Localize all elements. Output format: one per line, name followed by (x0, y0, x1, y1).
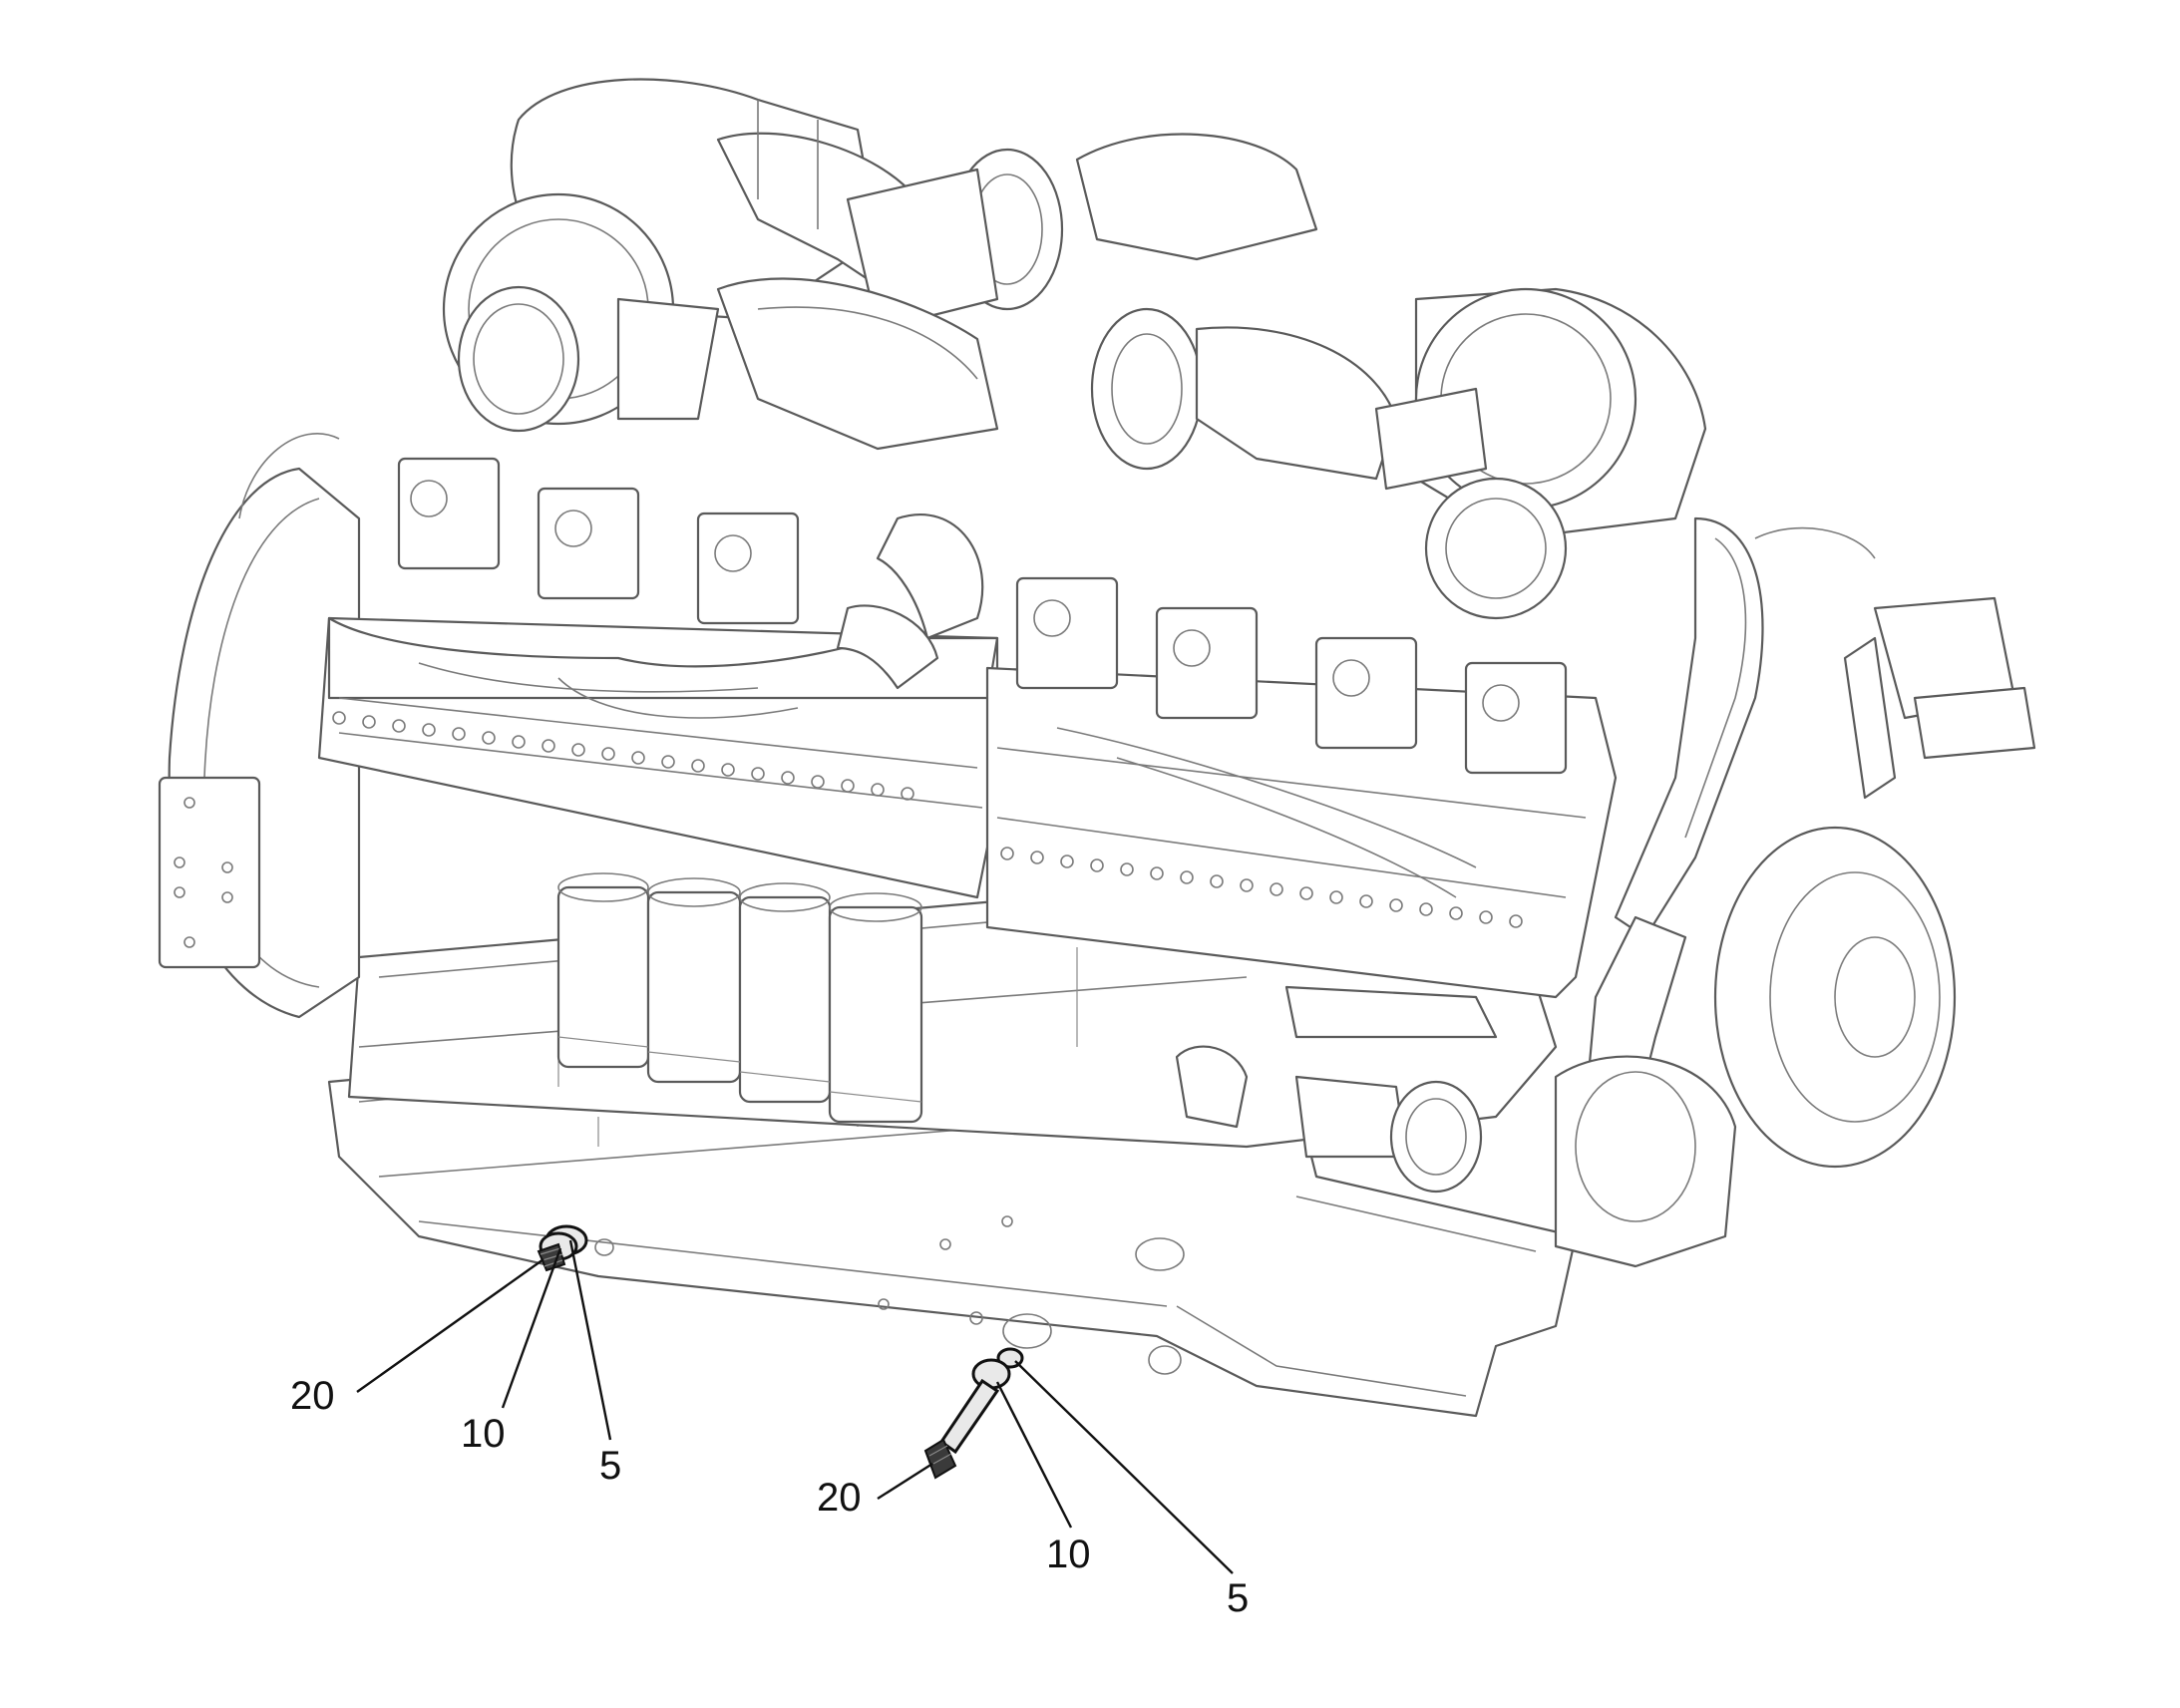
callout-right-20: 20 (817, 1476, 862, 1520)
leader-lines (356, 1239, 1234, 1574)
callout-right-10: 10 (1046, 1533, 1091, 1576)
callout-right-5: 5 (1227, 1576, 1249, 1620)
leader-left-20 (356, 1258, 545, 1393)
drain-pipe-right (938, 1378, 1000, 1455)
drain-assembly-left (537, 1224, 588, 1272)
turbocharger-centre (716, 133, 1398, 481)
front-accessories (1754, 526, 2036, 800)
leader-right-10 (995, 1381, 1073, 1529)
drain-plug-right (923, 1438, 957, 1480)
sump-boss (1135, 1237, 1185, 1271)
engine-illustration (158, 78, 2036, 1418)
pan-plug (1148, 1345, 1182, 1375)
turbocharger-left (442, 78, 959, 433)
drain-boss-left (594, 1238, 614, 1256)
callout-left-10: 10 (461, 1412, 506, 1456)
cylinder-heads (397, 457, 1568, 775)
front-damper (1554, 826, 1957, 1268)
coolant-pipes (1175, 985, 1498, 1194)
leader-left-5 (568, 1239, 612, 1441)
bolt-row-left (332, 711, 914, 801)
flywheel-housing (158, 433, 361, 1019)
mounting-plate (158, 776, 261, 969)
leader-right-20 (877, 1462, 933, 1501)
callout-left-20: 20 (290, 1374, 335, 1418)
callout-labels: 20 10 5 20 10 5 (290, 1374, 1249, 1620)
callout-left-5: 5 (599, 1444, 621, 1488)
oil-filter-bank (556, 872, 923, 1124)
leader-left-10 (501, 1247, 562, 1409)
right-cylinder-bank (985, 666, 1618, 999)
leader-right-5 (1014, 1360, 1234, 1574)
drain-boss-right (1002, 1313, 1052, 1349)
bolt-row-right (1000, 847, 1523, 928)
turbocharger-right (1374, 287, 1707, 620)
drain-assembly-right (923, 1347, 1024, 1480)
